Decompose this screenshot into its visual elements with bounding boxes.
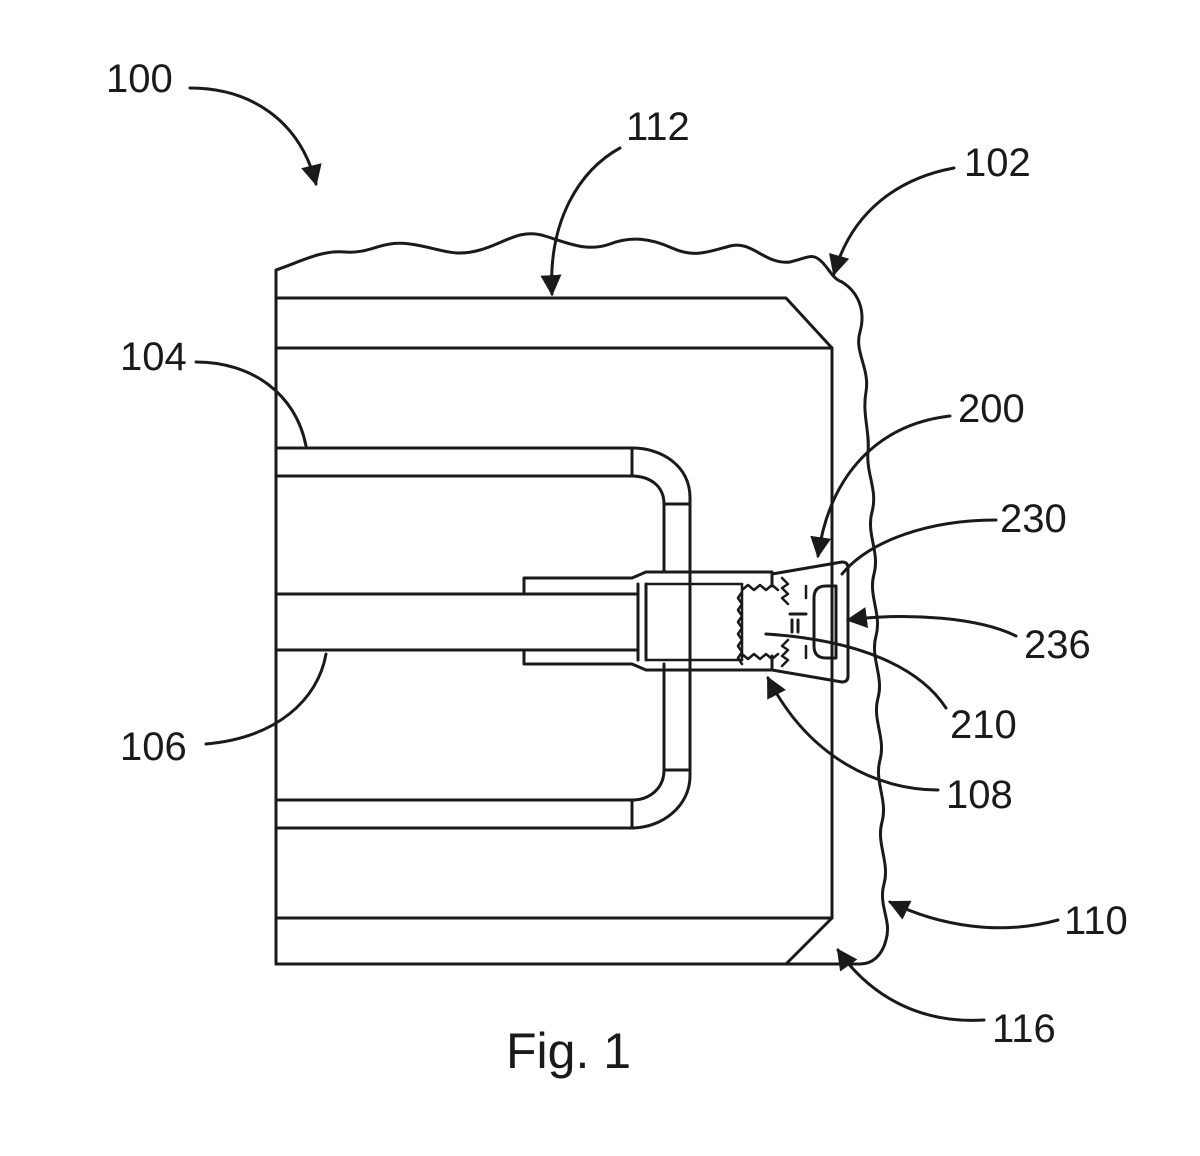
cap-inner-thread bbox=[780, 576, 808, 668]
leader-116 bbox=[836, 948, 986, 1022]
label-102: 102 bbox=[964, 141, 1031, 185]
label-110: 110 bbox=[1064, 899, 1128, 943]
labels: 100 112 102 104 106 200 230 236 210 108 … bbox=[106, 57, 1128, 1051]
figure-caption: Fig. 1 bbox=[506, 1023, 631, 1079]
leader-104 bbox=[194, 360, 308, 448]
tube-loop bbox=[274, 446, 692, 830]
leader-112 bbox=[540, 146, 622, 297]
shaft-sleeve bbox=[522, 570, 774, 672]
leader-108 bbox=[766, 676, 940, 792]
leader-210 bbox=[764, 632, 948, 710]
label-108: 108 bbox=[946, 773, 1013, 817]
thread-108 bbox=[736, 582, 780, 666]
label-236: 236 bbox=[1024, 623, 1091, 667]
label-112: 112 bbox=[626, 105, 690, 149]
leader-110 bbox=[888, 900, 1060, 930]
upper-rail-112 bbox=[274, 296, 834, 350]
label-100: 100 bbox=[106, 57, 173, 101]
leader-236 bbox=[845, 607, 1018, 638]
housing-broken-edge-right bbox=[274, 280, 889, 966]
center-shaft bbox=[274, 570, 774, 672]
leader-200 bbox=[810, 414, 952, 559]
leader-230 bbox=[840, 518, 998, 576]
housing-body bbox=[274, 232, 889, 966]
label-200: 200 bbox=[958, 387, 1025, 431]
tube-inner bbox=[274, 474, 666, 802]
cap-window-236 bbox=[812, 584, 838, 660]
label-116: 116 bbox=[992, 1007, 1056, 1051]
label-210: 210 bbox=[950, 703, 1017, 747]
label-106: 106 bbox=[120, 725, 187, 769]
housing-outline bbox=[274, 232, 844, 966]
leader-100 bbox=[188, 86, 322, 187]
leaders bbox=[188, 86, 1060, 1022]
label-230: 230 bbox=[1000, 497, 1067, 541]
leader-106 bbox=[204, 652, 328, 746]
label-104: 104 bbox=[120, 335, 187, 379]
tube-outer bbox=[274, 446, 692, 830]
lower-rail-116 bbox=[274, 916, 834, 966]
leader-102 bbox=[829, 166, 956, 277]
